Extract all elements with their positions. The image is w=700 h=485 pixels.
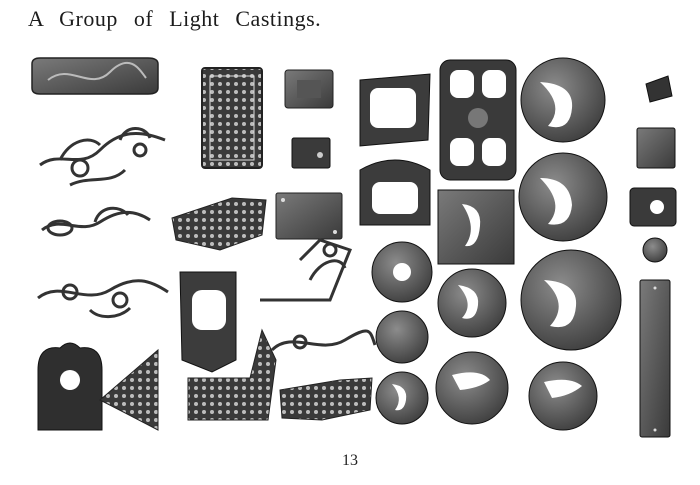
page-title: A Group of Light Castings. (28, 6, 322, 31)
scroll-bracket-2 (41, 206, 151, 237)
disc-rosette (371, 241, 433, 303)
small-hook-casting (645, 75, 673, 103)
corner-casting (179, 271, 237, 373)
disc-bean-2 (435, 351, 509, 425)
long-ornamental-plate (31, 57, 159, 95)
disc-large-3 (520, 249, 622, 351)
page-number: 13 (342, 452, 358, 469)
shield-casting (359, 159, 431, 226)
scroll-bracket-3 (37, 279, 169, 318)
double-frame-top (359, 73, 431, 147)
disc-plain (375, 310, 429, 364)
scroll-bracket-1 (39, 127, 166, 187)
floral-bracket (260, 238, 352, 302)
ornate-escutcheon (37, 342, 159, 431)
disc-large-2 (518, 152, 608, 242)
gothic-bracket (187, 328, 277, 421)
disc-bean-small (375, 371, 429, 425)
square-bean-plate (437, 189, 515, 265)
small-plate-2 (291, 137, 331, 169)
square-plate-small (636, 127, 676, 169)
disc-large-1 (520, 57, 606, 143)
lattice-bracket (279, 377, 373, 421)
finger-plate (639, 279, 671, 438)
angle-bracket (171, 197, 267, 251)
small-plate-1 (284, 69, 334, 109)
quatrefoil-frame (439, 59, 517, 181)
lock-plate (275, 192, 343, 240)
scroll-bracket-4 (270, 329, 377, 352)
escutcheon-small (629, 187, 677, 227)
disc-large-4 (528, 361, 598, 431)
fretwork-grille (201, 67, 263, 169)
disc-bean-1 (437, 268, 507, 338)
button-disc (642, 237, 668, 263)
